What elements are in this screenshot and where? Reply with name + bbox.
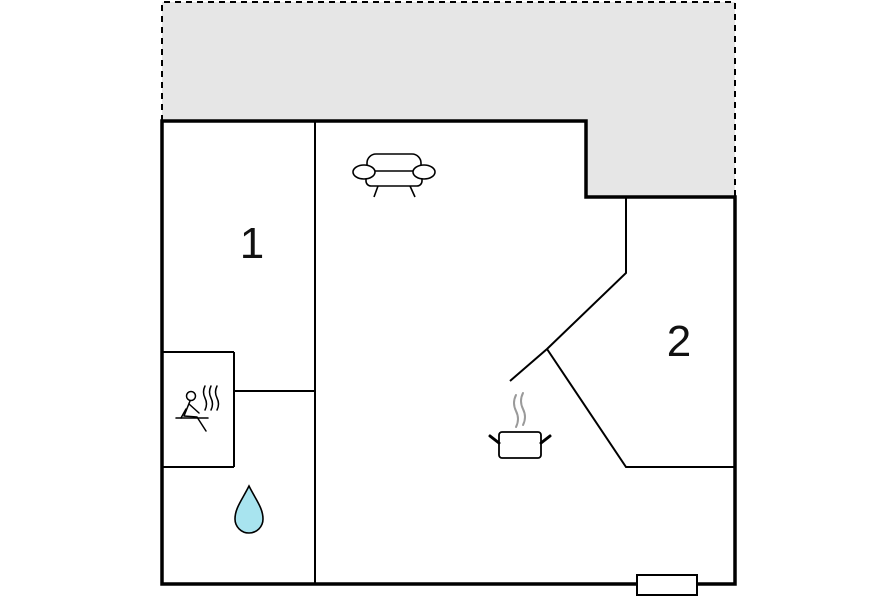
sofa-icon: [352, 153, 436, 198]
sauna-icon: [175, 385, 220, 432]
water-drop-icon: [234, 484, 264, 534]
room-label-2: 2: [667, 317, 691, 366]
cooking-pot-icon: [488, 392, 552, 459]
interior-walls: [162, 121, 735, 584]
bottom-window: [636, 574, 698, 596]
room-label-1: 1: [240, 219, 264, 268]
terrace-area: [161, 1, 736, 197]
outer-walls: [160, 119, 737, 586]
